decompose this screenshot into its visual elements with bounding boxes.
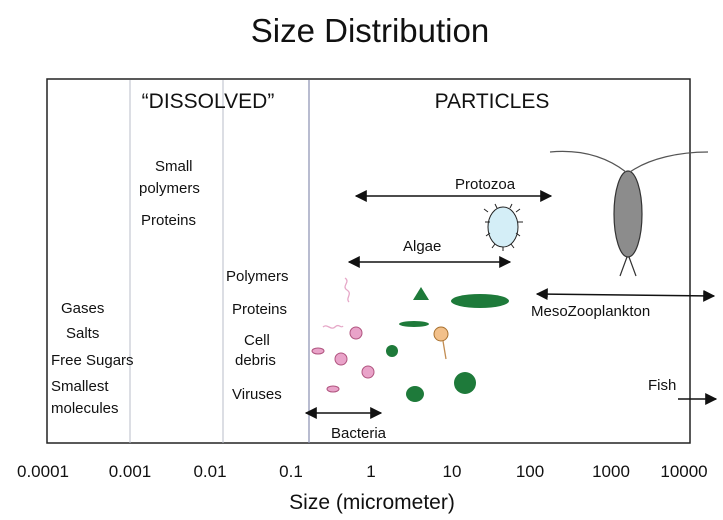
- label-viruses: Viruses: [232, 386, 282, 403]
- bacterium-spiral: [344, 277, 350, 303]
- label-fish: Fish: [648, 377, 676, 394]
- copepod-illustration: [549, 150, 709, 277]
- x-axis-ticks: 0.0001 0.001 0.01 0.1 1 10 100 1000 1000…: [17, 462, 708, 481]
- label-algae: Algae: [403, 238, 441, 255]
- label-polymers-2: Polymers: [226, 268, 289, 285]
- label-proteins: Proteins: [141, 212, 196, 229]
- label-cell: Cell: [244, 332, 270, 349]
- x-tick-label: 0.001: [109, 462, 152, 481]
- algae-cell: [454, 372, 476, 394]
- label-protozoa: Protozoa: [455, 176, 516, 193]
- x-tick-label: 0.1: [279, 462, 303, 481]
- x-tick-label: 0.0001: [17, 462, 69, 481]
- label-debris: debris: [235, 352, 276, 369]
- diagram-title: Size Distribution: [251, 12, 489, 49]
- algae-cell: [406, 386, 424, 402]
- bacterium-cell: [311, 347, 325, 355]
- label-proteins-2: Proteins: [232, 301, 287, 318]
- algae-cells: [386, 287, 509, 402]
- algae-cell: [386, 345, 398, 357]
- bacterium-cell: [334, 352, 348, 366]
- bacterium-cell: [361, 365, 375, 379]
- label-free-sugars: Free Sugars: [51, 352, 134, 369]
- flagellate-illustration: [433, 326, 449, 360]
- protozoan-illustration: [483, 203, 523, 251]
- particles-header: PARTICLES: [435, 90, 550, 113]
- x-tick-label: 1: [366, 462, 375, 481]
- dissolved-header: “DISSOLVED”: [142, 90, 275, 113]
- plot-frame: [46, 78, 691, 444]
- algae-rod: [399, 321, 429, 327]
- label-smallest: Smallest: [51, 378, 109, 395]
- x-axis-label: Size (micrometer): [289, 491, 455, 514]
- bacterium-cell: [349, 326, 363, 340]
- label-gases: Gases: [61, 300, 104, 317]
- x-tick-label: 1000: [592, 462, 630, 481]
- label-salts: Salts: [66, 325, 99, 342]
- x-tick-label: 10: [443, 462, 462, 481]
- x-tick-label: 100: [516, 462, 544, 481]
- x-tick-label: 10000: [660, 462, 707, 481]
- label-molecules: molecules: [51, 400, 119, 417]
- bacterium-cell: [326, 385, 340, 393]
- label-bacteria: Bacteria: [331, 425, 387, 442]
- label-mesozooplankton: MesoZooplankton: [531, 303, 650, 320]
- algae-triangle: [413, 287, 429, 300]
- label-small: Small: [155, 158, 193, 175]
- x-tick-label: 0.01: [193, 462, 226, 481]
- label-polymers: polymers: [139, 180, 200, 197]
- algae-ellipse: [451, 294, 509, 308]
- bacterium-squiggle: [322, 324, 344, 329]
- mesozooplankton-range-arrow: [535, 288, 716, 302]
- bacteria-cells: [311, 277, 375, 393]
